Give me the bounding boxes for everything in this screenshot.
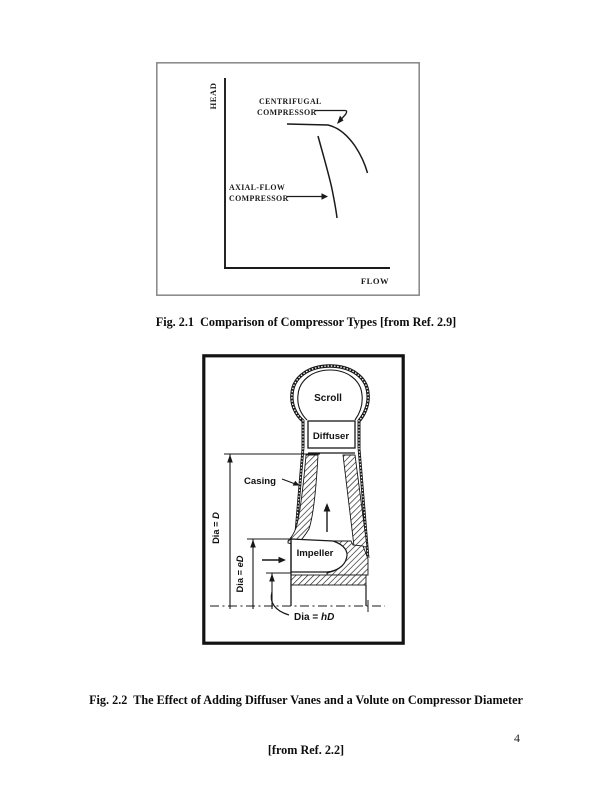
impeller-label: Impeller <box>297 548 334 559</box>
dimension-dia-d: Dia = D <box>211 453 320 609</box>
right-diffuser-wall <box>342 454 368 548</box>
figure-border <box>156 62 420 296</box>
figure-2-2-caption: Fig. 2.2 The Effect of Adding Diffuser V… <box>0 659 612 791</box>
dimension-dia-ed: Dia = eD <box>235 538 291 609</box>
centrifugal-label-line1: CENTRIFUGAL <box>259 97 322 106</box>
figure-2-1-caption: Fig. 2.1 Comparison of Compressor Types … <box>155 315 457 329</box>
figure-2-1-graph: HEAD FLOW CENTRIFUGAL COMPRESSOR AXIAL-F… <box>156 62 420 296</box>
y-axis-label: HEAD <box>208 83 218 110</box>
dia-ed-label: Dia = eD <box>235 555 245 592</box>
figure-2-2-caption-line1: Fig. 2.2 The Effect of Adding Diffuser V… <box>89 693 523 707</box>
flow-up-arrow-icon <box>323 503 331 532</box>
centrifugal-arrow-line <box>315 109 348 121</box>
axial-label-line2: COMPRESSOR <box>229 194 289 203</box>
centrifugal-label-line2: COMPRESSOR <box>257 108 317 117</box>
figure-2-1: HEAD FLOW CENTRIFUGAL COMPRESSOR AXIAL-F… <box>156 62 420 296</box>
dia-d-label: Dia = D <box>211 512 221 544</box>
diffuser-box <box>307 420 356 449</box>
page-number: 4 <box>514 731 520 745</box>
centrifugal-arrowhead-icon <box>337 115 344 124</box>
dia-hd-label: Dia = hD <box>294 612 334 623</box>
casing-label: Casing <box>244 476 276 487</box>
figure-2-2-diagram: Scroll Diffuser <box>202 354 405 645</box>
figure-2-2: Scroll Diffuser <box>202 354 405 645</box>
scroll-casing-outline <box>290 364 370 423</box>
centrifugal-curve <box>286 123 369 174</box>
axial-arrowhead-icon <box>321 193 328 200</box>
dimension-dia-hd: Dia = hD <box>266 572 334 623</box>
impeller-cavity <box>290 538 348 573</box>
diffuser-label: Diffuser <box>313 431 350 442</box>
casing-arrow-line <box>281 478 295 485</box>
casing-arrowhead-icon <box>292 480 300 486</box>
axial-label-line1: AXIAL-FLOW <box>229 183 285 192</box>
flow-inlet-arrow-icon <box>262 556 286 564</box>
x-axis-label: FLOW <box>361 276 389 286</box>
axial-curve <box>317 135 338 219</box>
casing-side-walls <box>294 420 370 559</box>
figure-2-2-caption-line2: [from Ref. 2.2] <box>267 742 345 757</box>
backplate-band <box>290 574 367 586</box>
scroll-label: Scroll <box>314 393 342 404</box>
